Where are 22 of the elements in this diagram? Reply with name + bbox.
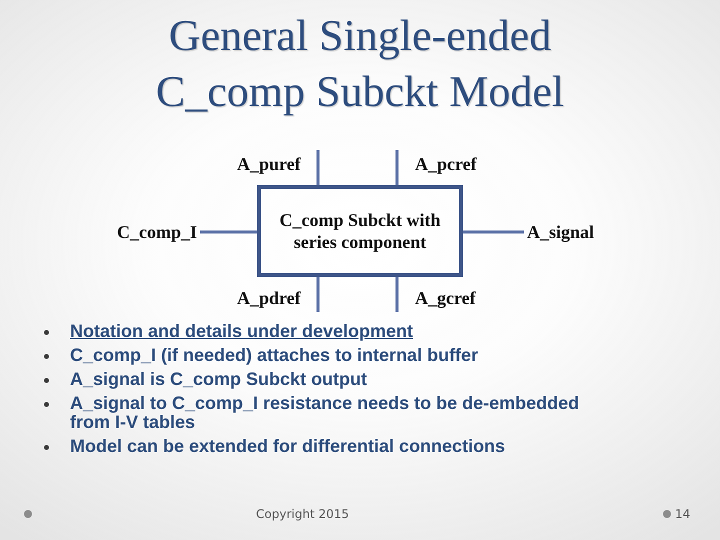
pin-line (316, 150, 320, 185)
pin-line (396, 277, 398, 312)
pin-label: A_puref (236, 154, 302, 174)
box-label: C_comp Subckt with series component (278, 209, 442, 253)
bullet-text: A_signal is C_comp Subckt output (70, 370, 368, 389)
pin-line (316, 277, 320, 312)
pin-label: C_comp_I (114, 222, 200, 242)
bullet-text: Model can be extended for differential connections (70, 437, 506, 456)
pin-line (200, 230, 257, 234)
pin-label: A_pdref (236, 288, 302, 308)
bullet-text: Notation and details under development (70, 322, 414, 341)
pin-label: A_pcref (414, 154, 478, 174)
subcircuit-box (257, 185, 463, 277)
pin-line (396, 150, 398, 185)
slide-title: General Single-ended C_comp Subckt Model (154, 10, 566, 118)
bullet-text: C_comp_I (if needed) attaches to internal buffer (70, 346, 480, 365)
page-number: 14 (675, 506, 690, 522)
bullet-text: A_signal to C_comp_I resistance needs to be de-embedded from I-V tables (70, 394, 580, 432)
copyright-text: Copyright 2015 (256, 506, 349, 522)
pin-line (463, 230, 524, 234)
pin-label: A_gcref (414, 288, 477, 308)
pin-label: A_signal (524, 222, 598, 242)
